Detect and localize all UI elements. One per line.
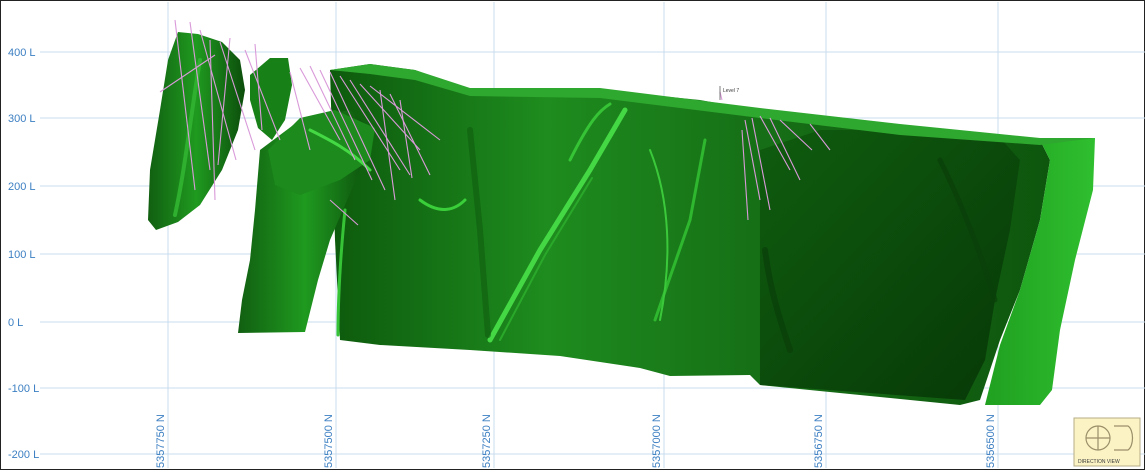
elevation-label-300: 300 L bbox=[8, 113, 36, 125]
east-block-solid[interactable] bbox=[760, 130, 1020, 400]
upper-lobe-solid[interactable] bbox=[268, 110, 375, 195]
west-lobe-solid[interactable] bbox=[250, 58, 292, 140]
level-annotation-label: Level 7 bbox=[723, 88, 739, 94]
northing-label-5356750: 5356750 N bbox=[813, 414, 825, 468]
northing-labels: 5357750 N 5357500 N 5357250 N 5357000 N … bbox=[155, 414, 997, 468]
view-orientation-icon bbox=[1085, 425, 1134, 451]
northing-label-5357500: 5357500 N bbox=[323, 414, 335, 468]
elevation-label-0: 0 L bbox=[8, 317, 23, 329]
east-end-face[interactable] bbox=[985, 138, 1095, 405]
drillhole-traces bbox=[159, 19, 831, 226]
elevation-label-200: 200 L bbox=[8, 181, 36, 193]
northing-label-5357250: 5357250 N bbox=[481, 414, 493, 468]
level-annotation: Level 7 bbox=[719, 86, 739, 100]
northing-label-5356500: 5356500 N bbox=[985, 414, 997, 468]
elevation-labels: 400 L 300 L 200 L 100 L 0 L -100 L -200 … bbox=[8, 47, 39, 461]
west-blade-solid[interactable] bbox=[148, 32, 245, 230]
orientation-widget[interactable]: DIRECTION VIEW bbox=[1073, 417, 1141, 467]
elevation-label-minus-100: -100 L bbox=[8, 383, 39, 395]
elevation-label-minus-200: -200 L bbox=[8, 449, 39, 461]
surface-highlights bbox=[173, 58, 998, 353]
elevation-label-100: 100 L bbox=[8, 249, 36, 261]
northing-label-5357750: 5357750 N bbox=[155, 414, 167, 468]
top-surface bbox=[330, 64, 1095, 145]
orientation-caption: DIRECTION VIEW bbox=[1078, 459, 1120, 465]
elevation-label-400: 400 L bbox=[8, 47, 36, 59]
northing-label-5357000: 5357000 N bbox=[651, 414, 663, 468]
orebody-model[interactable]: Level 7 bbox=[148, 19, 1095, 405]
